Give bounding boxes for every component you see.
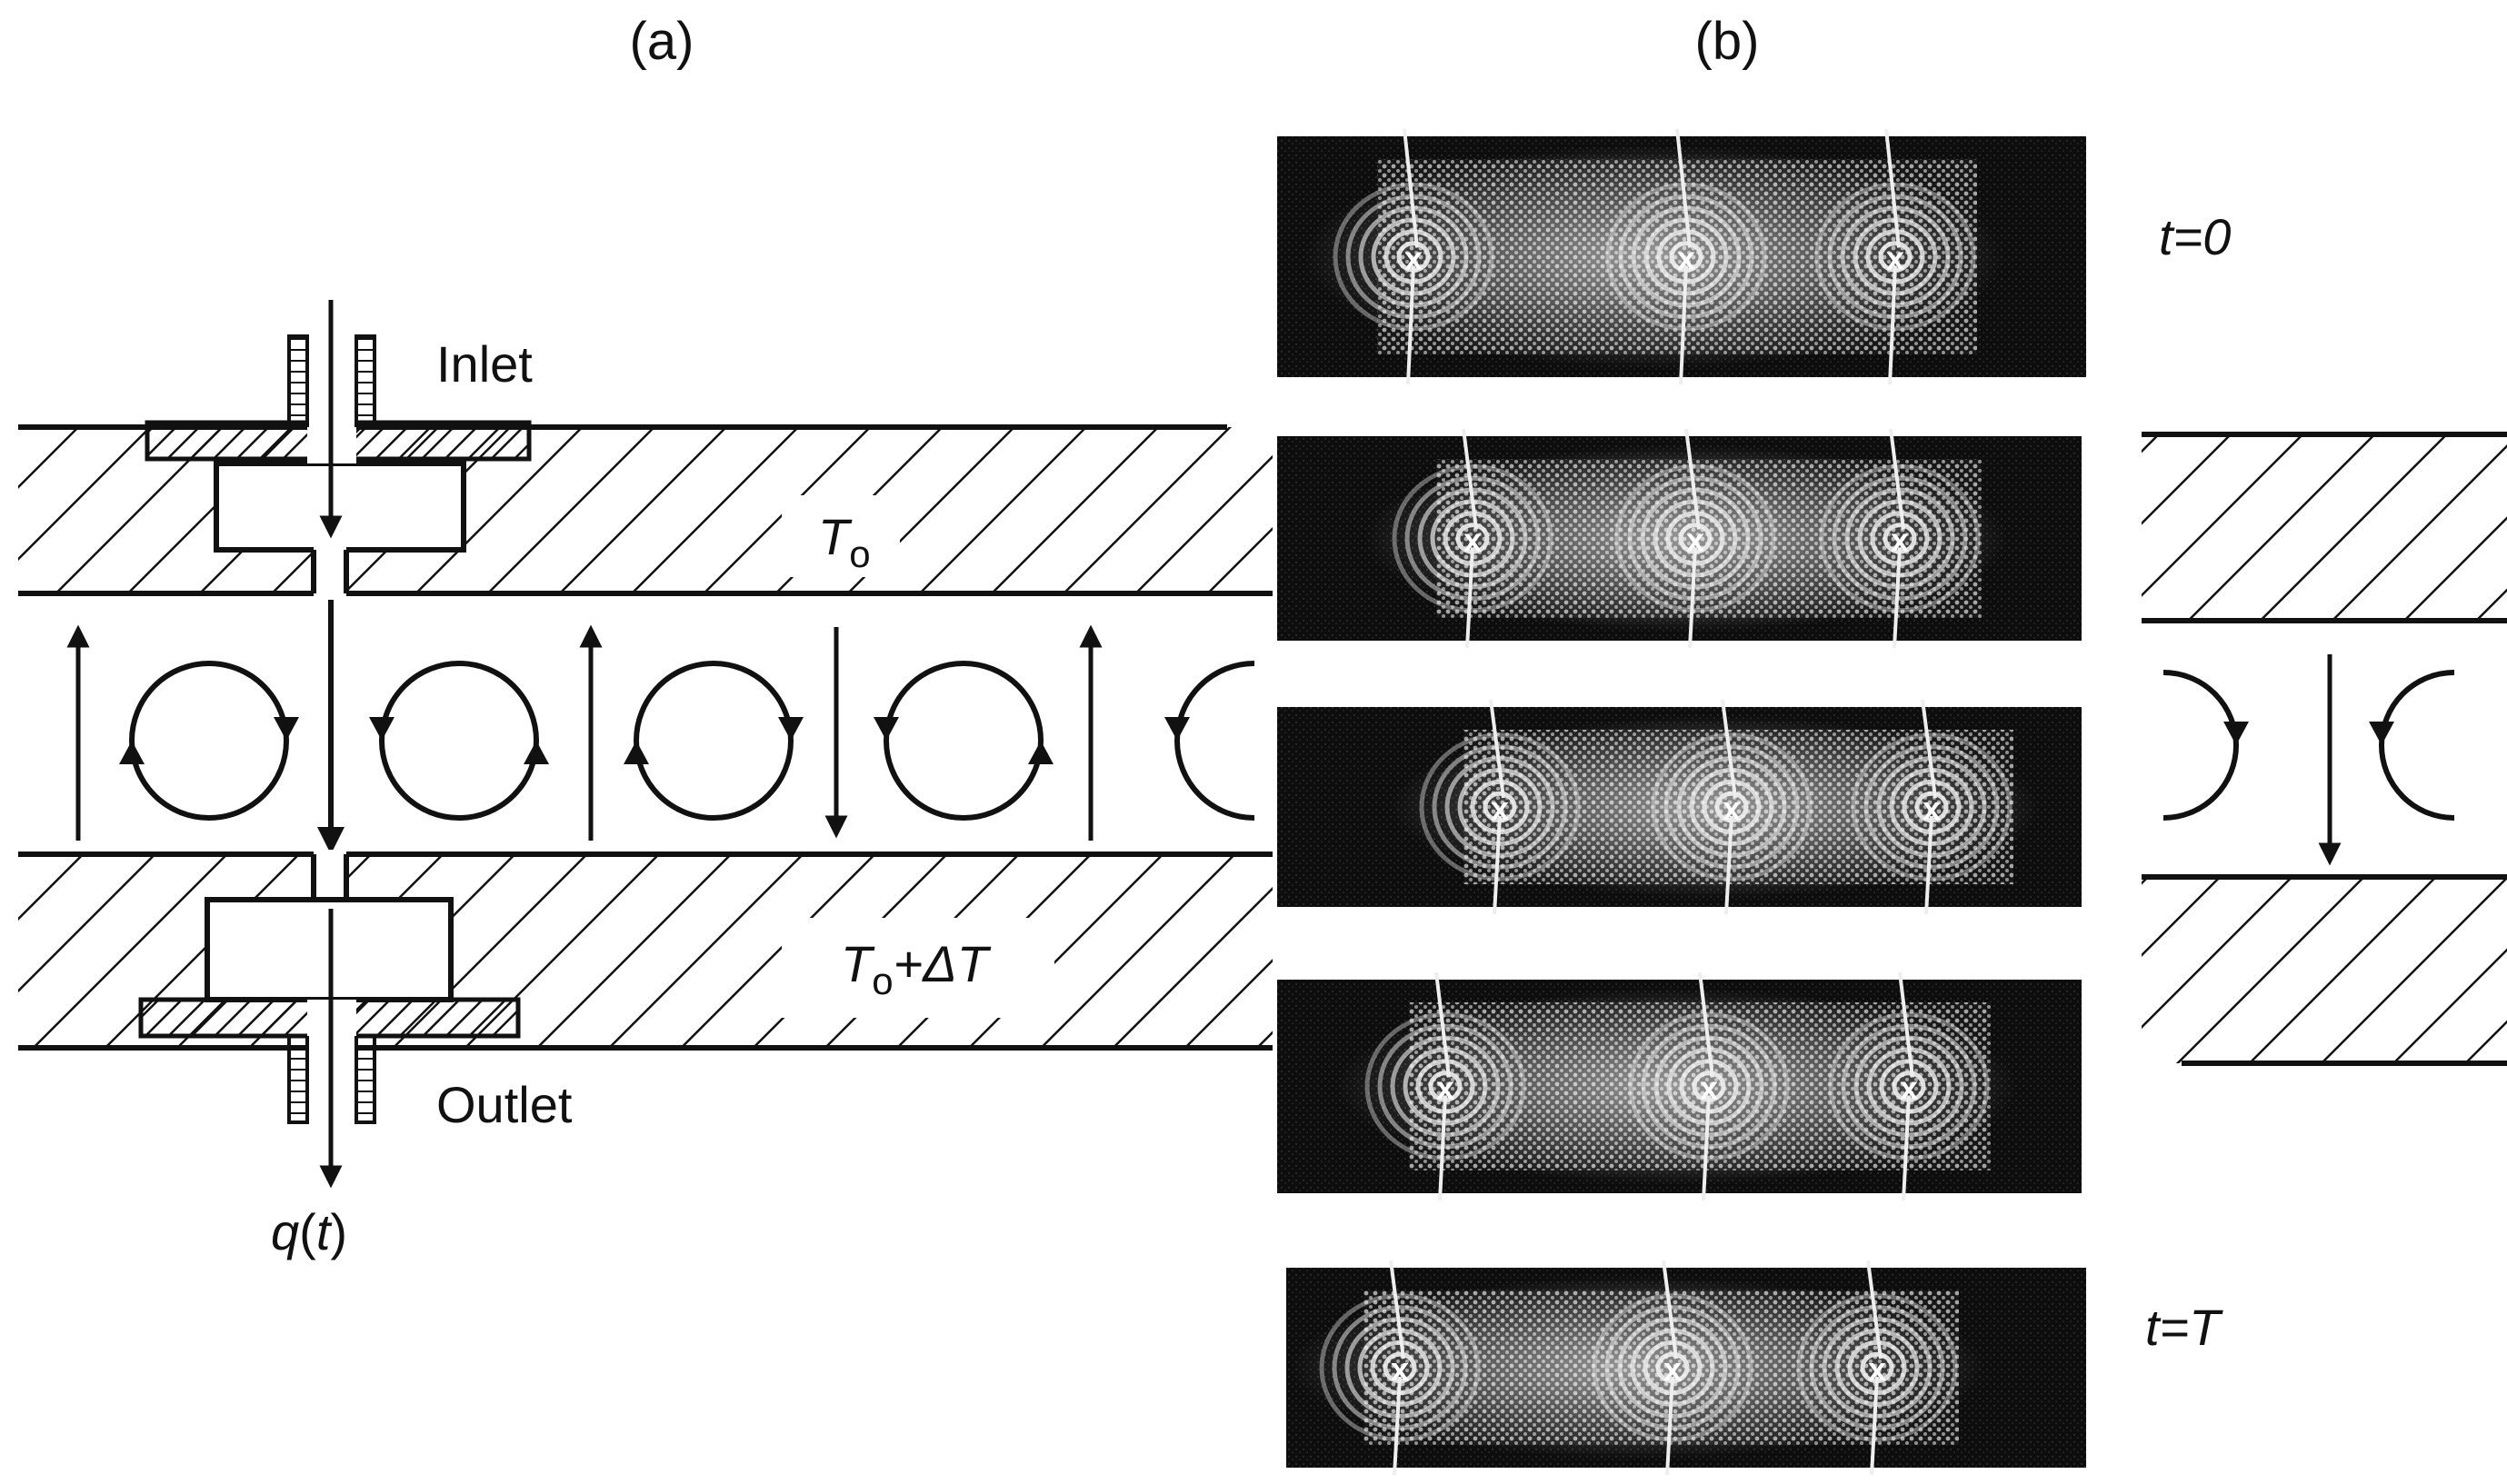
convection-roll-partial <box>1174 661 1255 821</box>
side-schematic <box>2142 432 2507 1066</box>
fringe-marker: x <box>1723 790 1741 827</box>
fringe-marker: x <box>1923 790 1941 827</box>
fringe-center: x <box>1651 699 1813 915</box>
panel-b-label: (b) <box>1695 12 1760 71</box>
fringe-center: x <box>1392 428 1553 649</box>
outlet-tube: Outlet q(t) <box>271 909 573 1260</box>
fringe-center: x <box>1828 971 1990 1201</box>
fringe-center: x <box>1592 1260 1753 1476</box>
panel-a: (a) To Inlet <box>18 12 1273 1260</box>
top-reservoir <box>214 461 466 553</box>
convection-cells <box>66 600 1255 854</box>
fringe-center: x <box>1364 971 1526 1201</box>
fringe-marker: x <box>1491 790 1509 827</box>
fringe-marker: x <box>1891 522 1909 559</box>
fringe-marker: x <box>1686 522 1704 559</box>
convection-roll <box>884 661 1044 821</box>
fringe-marker: x <box>1900 1070 1918 1107</box>
interferogram-frames: x x x x x x x x x x x x x x x <box>1277 128 2086 1476</box>
convection-roll <box>634 661 794 821</box>
inlet-label: Inlet <box>436 335 533 393</box>
time-end-label: t=T <box>2145 1299 2223 1356</box>
convection-roll <box>129 661 289 821</box>
flow-rate-label: q(t) <box>271 1203 347 1260</box>
fringe-center: x <box>1851 699 2013 915</box>
fringe-marker: x <box>1463 522 1482 559</box>
fringe-marker: x <box>1868 1350 1886 1388</box>
bottom-temperature-label: To+ΔT <box>841 935 992 1002</box>
fringe-marker: x <box>1677 240 1695 277</box>
top-temperature-label: To <box>818 508 871 575</box>
inlet-tube: Inlet <box>287 300 533 539</box>
panel-a-label: (a) <box>630 12 694 71</box>
top-plate: To <box>18 420 1273 600</box>
fringe-marker: x <box>1436 1070 1454 1107</box>
fringe-center: x <box>1319 1260 1481 1476</box>
outlet-label: Outlet <box>436 1076 573 1133</box>
time-start-label: t=0 <box>2159 208 2231 265</box>
fringe-center: x <box>1796 1260 1958 1476</box>
panel-b: (b) x x x x x x x x x x x x x x x t=0 t=T <box>1277 12 2507 1476</box>
fringe-center: x <box>1819 428 1981 649</box>
fringe-marker: x <box>1404 240 1423 277</box>
fringe-center: x <box>1628 971 1790 1201</box>
fringe-marker: x <box>1663 1350 1682 1388</box>
fringe-marker: x <box>1700 1070 1718 1107</box>
convection-roll <box>379 661 539 821</box>
fringe-center: x <box>1419 699 1581 915</box>
fringe-marker: x <box>1391 1350 1409 1388</box>
fringe-center: x <box>1614 428 1776 649</box>
fringe-center: x <box>1333 128 1494 385</box>
fringe-center: x <box>1605 128 1767 385</box>
fringe-center: x <box>1814 128 1976 385</box>
fringe-marker: x <box>1886 240 1904 277</box>
bottom-plate: To+ΔT <box>18 850 1273 1051</box>
